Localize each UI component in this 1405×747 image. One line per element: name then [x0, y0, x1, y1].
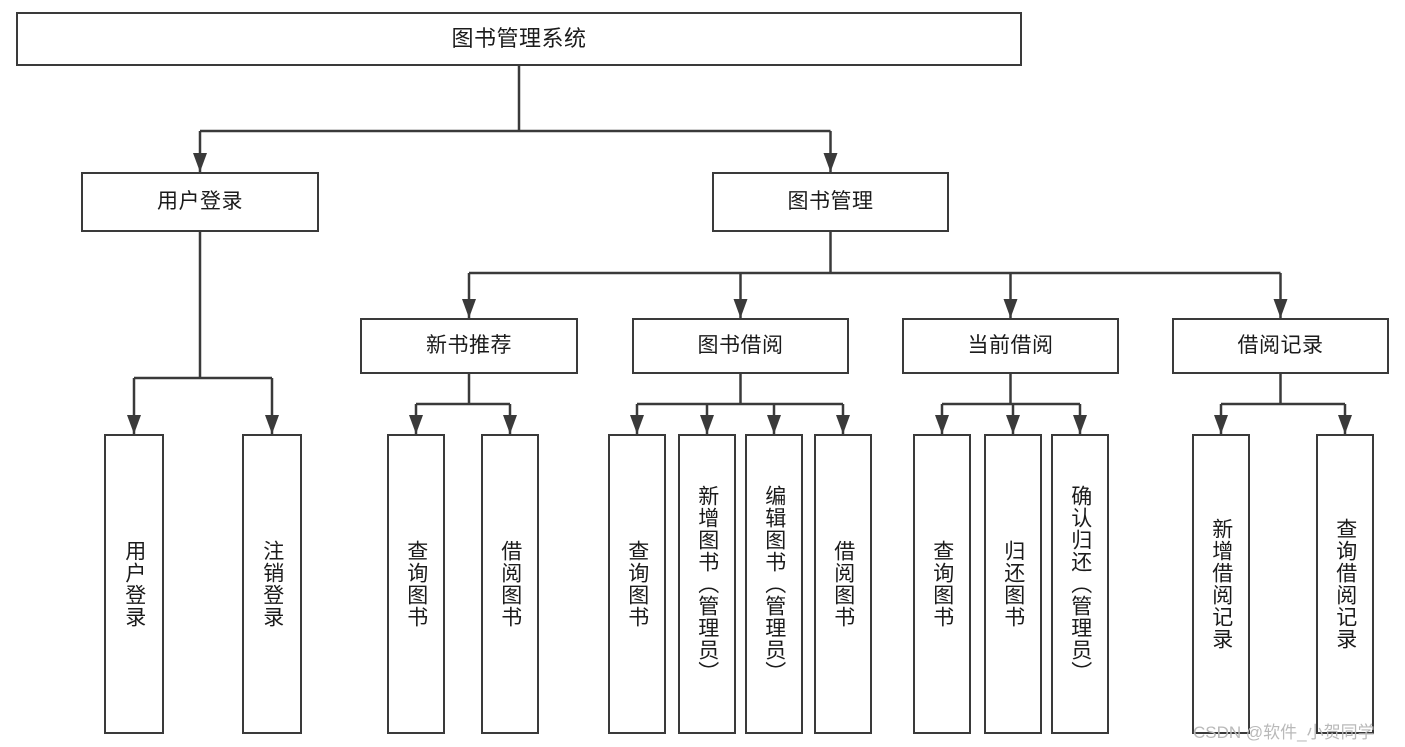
node-label: 图书借阅	[697, 334, 784, 358]
arrowhead-icon	[462, 299, 476, 318]
node-label: 新增图书（管理员）	[695, 485, 719, 683]
node-label: 当前借阅	[967, 334, 1054, 358]
arrowhead-icon	[733, 299, 748, 318]
node-label: 查询图书	[404, 540, 428, 628]
node-leaf-query-1[interactable]: 查询图书	[387, 434, 445, 734]
node-label: 编辑图书（管理员）	[762, 485, 786, 683]
arrowhead-icon	[1006, 415, 1020, 434]
node-user-login[interactable]: 用户登录	[81, 172, 319, 232]
arrowhead-icon	[700, 415, 714, 434]
node-leaf-borrow-1[interactable]: 借阅图书	[481, 434, 539, 734]
node-label: 图书管理系统	[451, 25, 587, 51]
arrowhead-icon	[1214, 415, 1228, 434]
node-label: 确认归还（管理员）	[1068, 485, 1092, 683]
node-label: 查询图书	[625, 540, 649, 628]
node-label: 新增借阅记录	[1209, 518, 1233, 650]
node-label: 借阅图书	[831, 540, 855, 628]
node-current-borrow[interactable]: 当前借阅	[902, 318, 1119, 374]
arrowhead-icon	[630, 415, 644, 434]
node-label: 借阅记录	[1237, 334, 1324, 358]
node-book-manage[interactable]: 图书管理	[712, 172, 949, 232]
arrowhead-icon	[265, 415, 279, 434]
arrowhead-icon	[836, 415, 850, 434]
node-leaf-query-3[interactable]: 查询图书	[913, 434, 971, 734]
node-new-book-rec[interactable]: 新书推荐	[360, 318, 578, 374]
node-leaf-confirm[interactable]: 确认归还（管理员）	[1051, 434, 1109, 734]
node-label: 用户登录	[122, 540, 146, 628]
node-label: 图书管理	[787, 190, 874, 214]
arrowhead-icon	[409, 415, 423, 434]
node-label: 查询借阅记录	[1333, 518, 1357, 650]
node-label: 注销登录	[260, 540, 284, 628]
node-leaf-logout[interactable]: 注销登录	[242, 434, 302, 734]
node-leaf-add-book[interactable]: 新增图书（管理员）	[678, 434, 736, 734]
arrowhead-icon	[1273, 299, 1288, 318]
node-label: 查询图书	[930, 540, 954, 628]
node-borrow-record[interactable]: 借阅记录	[1172, 318, 1389, 374]
node-leaf-borrow-2[interactable]: 借阅图书	[814, 434, 872, 734]
arrowhead-icon	[1338, 415, 1352, 434]
node-leaf-return[interactable]: 归还图书	[984, 434, 1042, 734]
arrowhead-icon	[1073, 415, 1087, 434]
node-leaf-edit-book[interactable]: 编辑图书（管理员）	[745, 434, 803, 734]
arrowhead-icon	[767, 415, 781, 434]
arrowhead-icon	[193, 153, 207, 172]
node-label: 新书推荐	[426, 334, 512, 358]
node-root[interactable]: 图书管理系统	[16, 12, 1022, 66]
arrowhead-icon	[1003, 299, 1018, 318]
arrowhead-icon	[935, 415, 949, 434]
watermark-label: CSDN @软件_小贺同学	[1193, 723, 1375, 742]
node-label: 用户登录	[157, 190, 243, 214]
node-leaf-query-2[interactable]: 查询图书	[608, 434, 666, 734]
node-leaf-add-rec[interactable]: 新增借阅记录	[1192, 434, 1250, 734]
arrowhead-icon	[127, 415, 141, 434]
node-leaf-user-login[interactable]: 用户登录	[104, 434, 164, 734]
node-label: 借阅图书	[498, 540, 522, 628]
node-leaf-query-rec[interactable]: 查询借阅记录	[1316, 434, 1374, 734]
arrowhead-icon	[503, 415, 517, 434]
arrowhead-icon	[823, 153, 838, 172]
node-label: 归还图书	[1001, 540, 1025, 628]
node-book-borrow[interactable]: 图书借阅	[632, 318, 849, 374]
